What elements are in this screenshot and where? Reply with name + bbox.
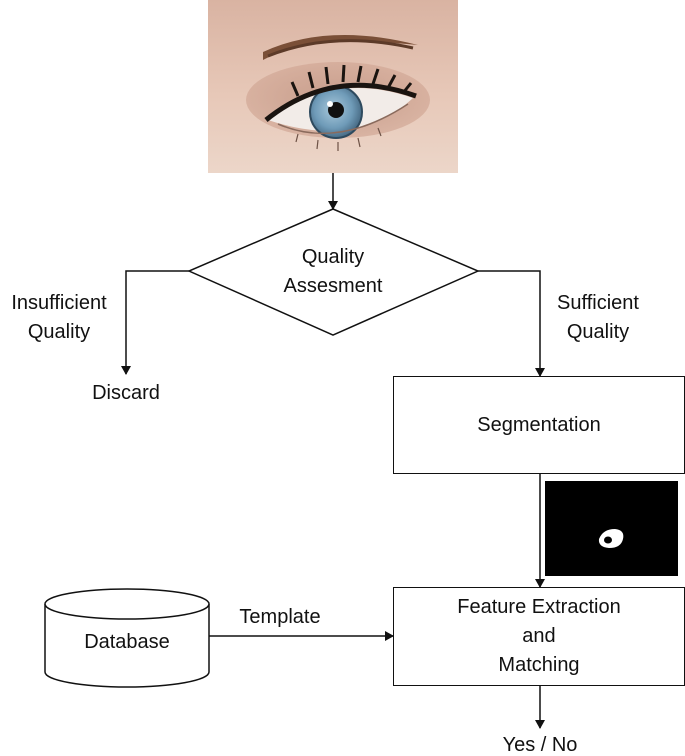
- feature-label-line3: Matching: [498, 654, 580, 676]
- edge-quality-to-segmentation: [478, 270, 545, 377]
- feature-extraction-box: Feature Extraction and Matching: [393, 587, 685, 686]
- quality-label-line2: Assesment: [283, 275, 383, 297]
- sufficient-label-line2: Quality: [566, 321, 630, 343]
- quality-label-line1: Quality: [301, 246, 365, 268]
- edge-quality-to-discard: [121, 270, 189, 375]
- eye-photo: [208, 0, 458, 173]
- segmentation-label: Segmentation: [477, 413, 601, 436]
- segmentation-mask-image: [545, 481, 678, 576]
- database-label: Database: [84, 631, 170, 653]
- insufficient-label-line2: Quality: [27, 321, 91, 343]
- quality-diamond-shape: [187, 208, 480, 336]
- quality-assessment-label: Quality Assesment: [253, 243, 413, 301]
- database-cylinder-shape: [44, 588, 210, 688]
- feature-label-line2: and: [522, 625, 556, 647]
- eye-illustration: [208, 0, 458, 173]
- template-label: Template: [239, 606, 321, 628]
- feature-label-line1: Feature Extraction: [457, 596, 621, 618]
- segmentation-mask-illustration: [598, 529, 624, 548]
- insufficient-label-line1: Insufficient: [11, 292, 107, 314]
- yes-no-outcome: Yes / No: [502, 734, 578, 756]
- segmentation-box: Segmentation: [393, 376, 685, 474]
- insufficient-quality-label: Insufficient Quality: [0, 289, 118, 347]
- sufficient-label-line1: Sufficient: [557, 292, 639, 314]
- discard-outcome: Discard: [92, 382, 160, 404]
- sufficient-quality-label: Sufficient Quality: [542, 289, 654, 347]
